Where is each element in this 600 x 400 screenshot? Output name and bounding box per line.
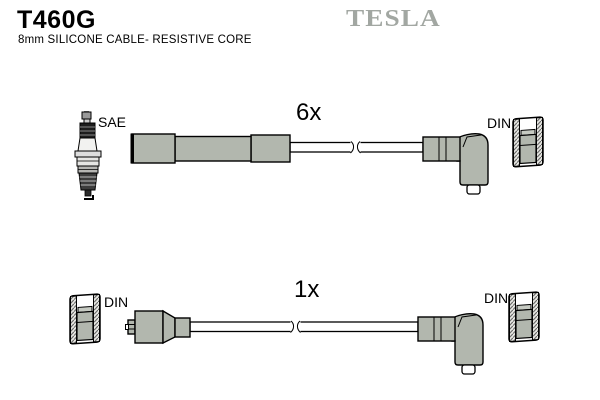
cable-row-1x: DIN 1x DIN	[69, 276, 540, 375]
product-subtitle: 8mm SILICONE CABLE- RESISTIVE CORE	[18, 34, 252, 46]
cable-row-6x: SAE 6x DIN	[74, 99, 544, 200]
straight-boot-icon	[125, 309, 191, 345]
right-end-label: DIN	[484, 290, 508, 306]
cable-wire	[189, 318, 419, 335]
right-end-label: DIN	[487, 115, 511, 131]
din-connector-icon	[512, 116, 544, 168]
part-number: T460G	[17, 6, 96, 34]
angled-boot-icon	[422, 133, 489, 195]
spark-plug-icon	[74, 111, 102, 200]
din-connector-icon	[69, 293, 101, 345]
straight-boot-icon	[130, 133, 291, 164]
din-connector-icon	[508, 291, 540, 343]
left-end-label: DIN	[104, 294, 128, 310]
cable-quantity-label: 6x	[296, 99, 321, 126]
cable-quantity-label: 1x	[294, 276, 319, 303]
angled-boot-icon	[417, 313, 484, 375]
cable-wire	[289, 139, 424, 156]
tesla-brand-logo: TESLA	[346, 5, 441, 32]
left-end-label: SAE	[98, 114, 126, 130]
